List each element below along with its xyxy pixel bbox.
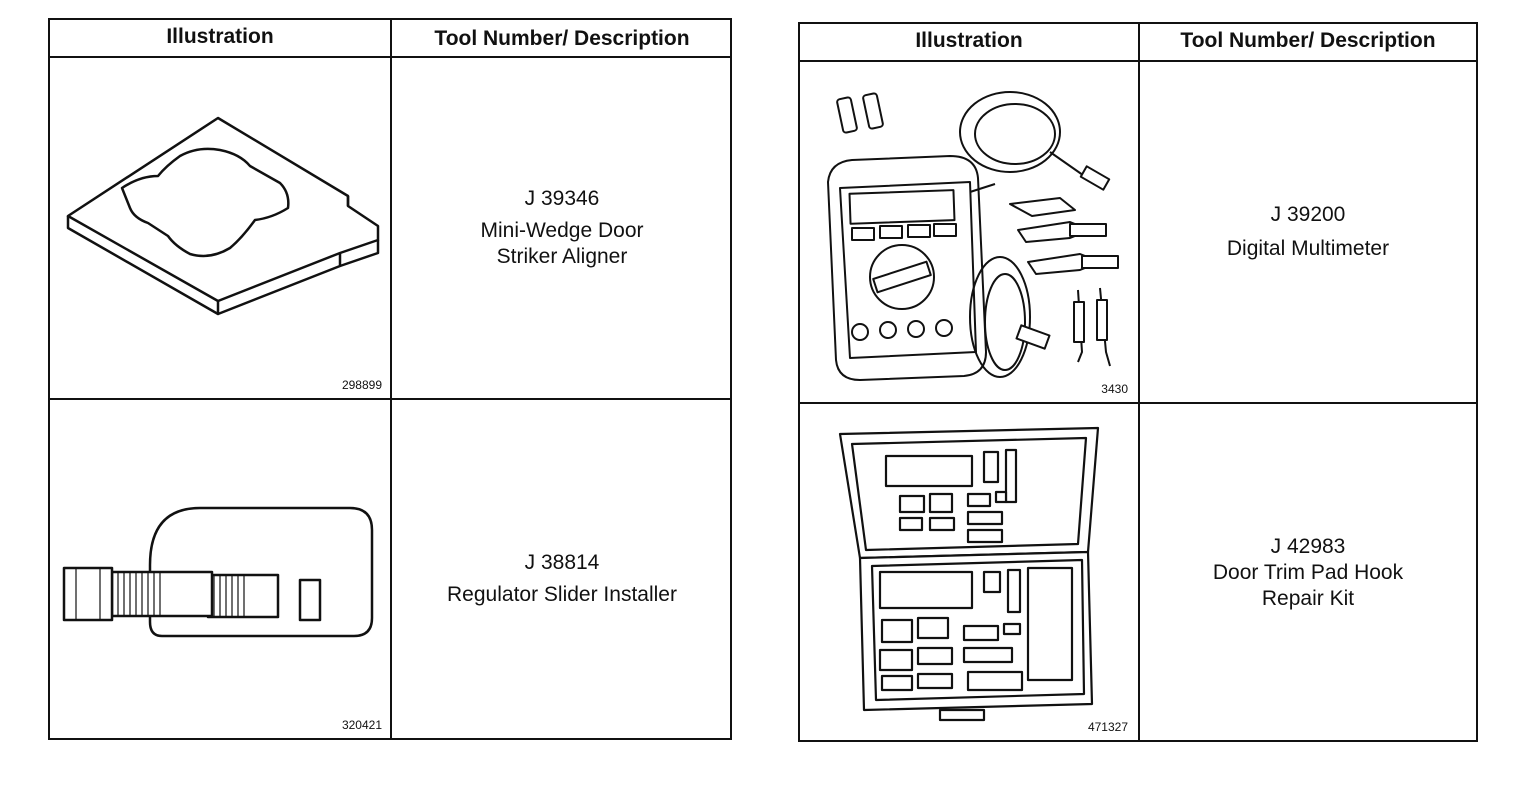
tool-table-right: Illustration Tool Number/ Description — [798, 22, 1478, 742]
header-tool-description: Tool Number/ Description — [434, 27, 690, 50]
illustration-cell: 298899 — [50, 58, 390, 398]
illustration-cell: 3430 — [800, 62, 1138, 402]
figure-number: 320421 — [341, 718, 382, 732]
figure-number: 298899 — [341, 378, 382, 392]
multimeter-icon — [827, 91, 1119, 381]
tool-number: J 38814 — [524, 551, 600, 574]
tool-description-line: Striker Aligner — [496, 245, 628, 268]
tool-table-left: Illustration Tool Number/ Description 29… — [48, 18, 732, 740]
illustration-cell: 320421 — [50, 400, 390, 738]
tool-description-line: Regulator Slider Installer — [447, 583, 677, 606]
tool-description-cell: J 42983 Door Trim Pad Hook Repair Kit — [1140, 404, 1476, 740]
header-illustration: Illustration — [915, 29, 1023, 52]
figure-number: 471327 — [1087, 720, 1128, 734]
tool-description-cell: J 39346 Mini-Wedge Door Striker Aligner — [392, 58, 732, 398]
tool-description-line: Digital Multimeter — [1226, 237, 1390, 260]
tool-description-cell: J 39200 Digital Multimeter — [1140, 62, 1476, 402]
figure-number: 3430 — [1101, 382, 1128, 396]
tool-description-cell: J 38814 Regulator Slider Installer — [392, 400, 732, 738]
tool-description-line: Mini-Wedge Door — [480, 219, 644, 242]
mini-wedge-icon — [66, 116, 380, 316]
slider-installer-icon — [62, 506, 374, 638]
illustration-cell: 471327 — [800, 404, 1138, 740]
header-tool-description: Tool Number/ Description — [1180, 29, 1436, 52]
repair-kit-case-icon — [838, 426, 1100, 722]
tool-number: J 39200 — [1270, 203, 1346, 226]
header-illustration: Illustration — [166, 25, 274, 48]
tool-number: J 42983 — [1270, 535, 1346, 558]
tool-description-line: Door Trim Pad Hook — [1212, 561, 1404, 584]
tool-description-line: Repair Kit — [1261, 587, 1355, 610]
tool-number: J 39346 — [524, 187, 600, 210]
